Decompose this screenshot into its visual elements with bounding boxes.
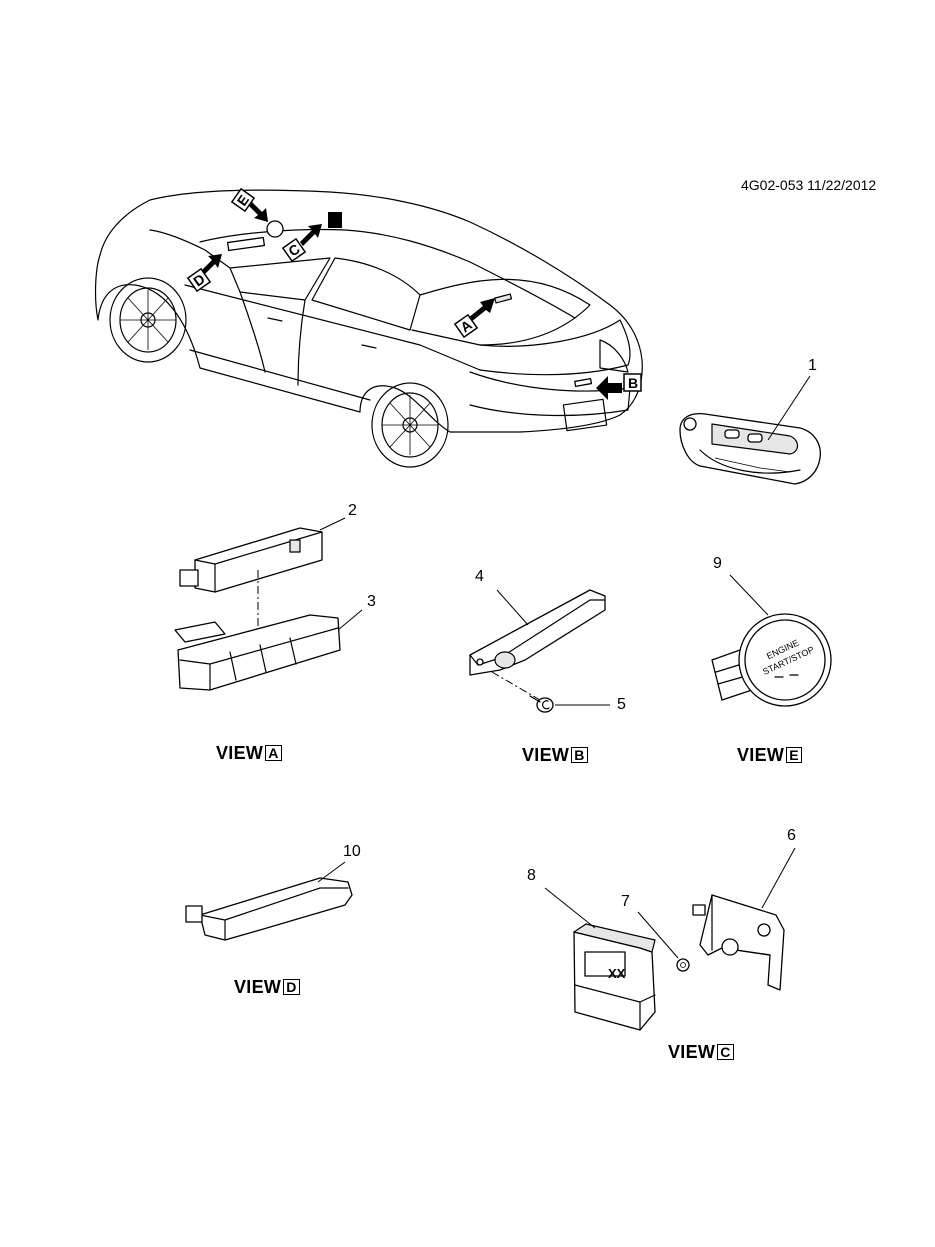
car-door-line-1 xyxy=(239,291,266,373)
car-body-outline xyxy=(94,189,643,433)
car-rocker xyxy=(189,349,371,401)
part-4-to-5-centerline xyxy=(491,671,541,701)
callout-3: 3 xyxy=(367,593,376,610)
view-b-prefix: VIEW xyxy=(522,745,570,765)
part-7-nut xyxy=(637,911,690,972)
view-tag-a: A xyxy=(453,313,479,339)
callout-8: 8 xyxy=(527,867,536,884)
car-side-window-rear xyxy=(311,257,421,331)
view-e-letter: E xyxy=(786,747,802,763)
document-id-date: 4G02-053 11/22/2012 xyxy=(741,177,877,193)
view-b-letter: B xyxy=(571,747,588,763)
part-10-antenna-module xyxy=(185,861,353,941)
car-part-antenna-a xyxy=(494,293,513,304)
car-door-line-2 xyxy=(297,299,306,386)
view-d-letter: D xyxy=(283,979,300,995)
view-c-prefix: VIEW xyxy=(668,1042,716,1062)
svg-text:B: B xyxy=(628,375,638,391)
view-tag-d: D xyxy=(186,267,212,293)
car-part-module-c xyxy=(328,212,342,228)
svg-text:XX: XX xyxy=(608,966,626,981)
view-c-letter: C xyxy=(717,1044,734,1060)
arrow-to-a xyxy=(468,298,495,322)
callout-6: 6 xyxy=(787,827,796,844)
callout-1: 1 xyxy=(808,357,817,374)
car-part-bumper-b xyxy=(574,377,593,387)
car-rear-window xyxy=(411,278,591,346)
part-9-start-stop-button: ENGINE START/STOP xyxy=(711,574,832,707)
arrow-to-b xyxy=(596,376,622,400)
car-illustration xyxy=(94,189,643,468)
arrow-to-e xyxy=(246,200,268,222)
part-4-rear-antenna xyxy=(469,589,606,676)
view-tag-c: C xyxy=(281,237,307,263)
callout-5: 5 xyxy=(617,696,626,713)
car-door-handle-front xyxy=(267,317,283,322)
car-belt-line xyxy=(184,284,481,371)
car-taillight xyxy=(599,339,629,373)
arrow-to-d xyxy=(200,254,222,276)
car-door-handle-rear xyxy=(361,344,377,349)
arrow-to-c xyxy=(300,224,322,246)
part-1-key-fob xyxy=(679,375,821,485)
callout-7: 7 xyxy=(621,893,630,910)
car-rear-wheel xyxy=(371,382,449,468)
car-license-plate xyxy=(562,398,608,432)
view-pointer-arrows xyxy=(200,200,622,400)
view-e-prefix: VIEW xyxy=(737,745,785,765)
callout-10: 10 xyxy=(343,843,361,860)
callout-4: 4 xyxy=(475,568,484,585)
part-8-control-module: XX xyxy=(544,887,656,1031)
car-windshield xyxy=(149,229,231,269)
view-a-prefix: VIEW xyxy=(216,743,264,763)
view-tag-e: E xyxy=(230,187,256,213)
part-6-bracket xyxy=(692,847,796,991)
callout-9: 9 xyxy=(713,555,722,572)
view-a-letter: A xyxy=(265,745,282,761)
view-tag-b: B xyxy=(623,373,642,392)
part-3-bracket xyxy=(174,609,363,691)
car-roof xyxy=(199,228,576,319)
part-2-antenna-module xyxy=(179,517,346,593)
view-d-prefix: VIEW xyxy=(234,977,282,997)
car-part-button-e xyxy=(266,220,284,238)
car-trunk-lid xyxy=(479,319,631,376)
part-5-screw xyxy=(529,695,610,713)
car-front-wheel xyxy=(109,277,187,363)
car-rear-bumper xyxy=(469,371,631,417)
car-part-module-d xyxy=(226,236,266,252)
callout-2: 2 xyxy=(348,502,357,519)
